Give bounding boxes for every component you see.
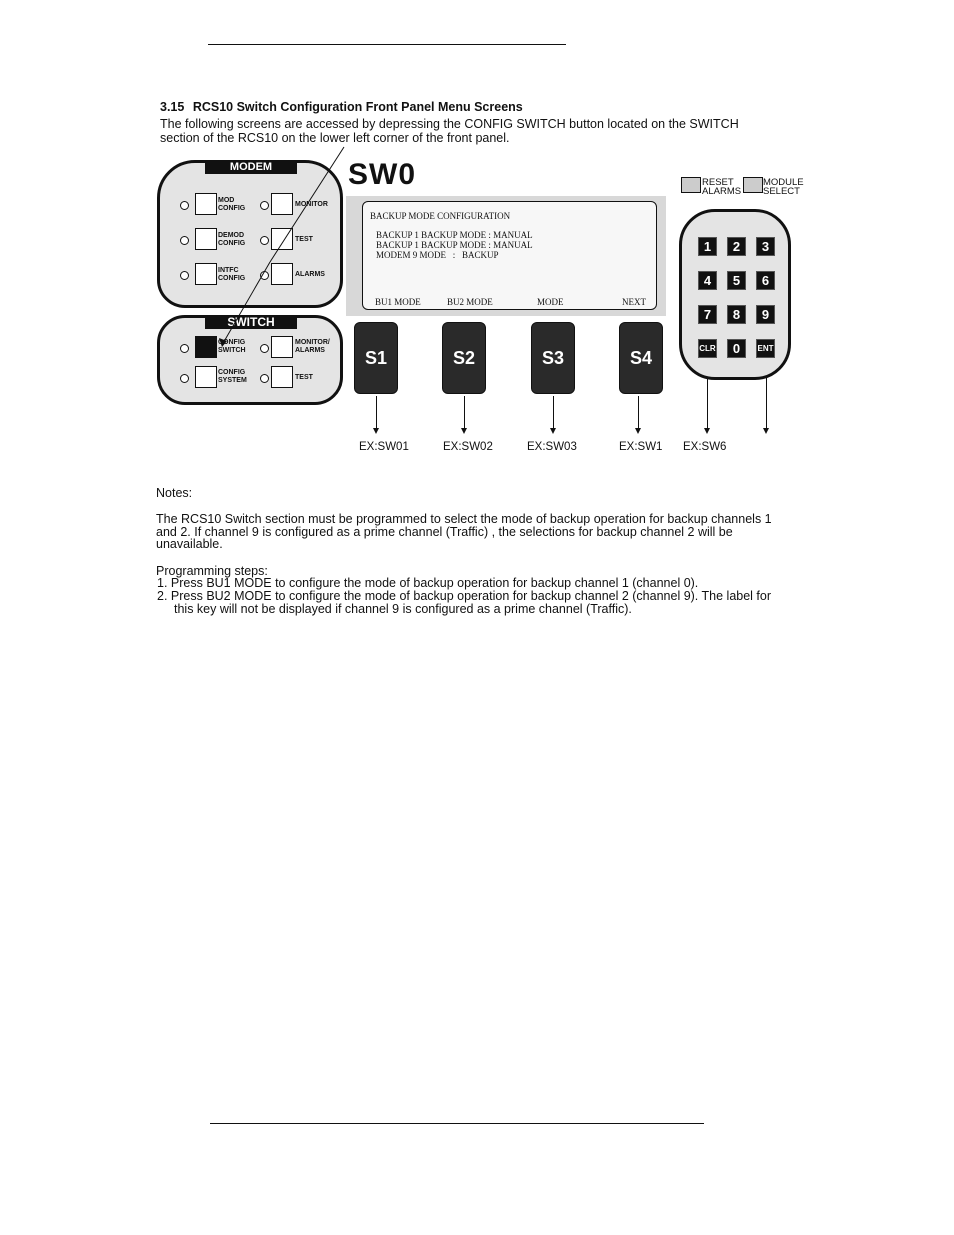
s1-arrow-line <box>376 396 377 429</box>
monitor-key[interactable] <box>271 193 293 215</box>
switch-monitor-led <box>260 344 269 353</box>
switch-test-key[interactable] <box>271 366 293 388</box>
lcd-line-3: BACKUP 1 BACKUP MODE : MANUAL <box>376 240 533 250</box>
s1-button[interactable]: S1 <box>354 322 398 394</box>
alarms-label: ALARMS <box>295 271 325 278</box>
notes-body: The RCS10 Switch section must be program… <box>156 512 772 551</box>
monitor-led <box>260 201 269 210</box>
reset-alarms-button[interactable] <box>681 177 701 193</box>
softkey-label-3: MODE <box>537 297 564 307</box>
ex-label-3: EX:SW03 <box>527 441 577 453</box>
ex-label-1: EX:SW01 <box>359 441 409 453</box>
switch-test-led <box>260 374 269 383</box>
keypad-key-clr[interactable]: CLR <box>698 339 717 358</box>
demod-config-key[interactable] <box>195 228 217 250</box>
mod-config-key[interactable] <box>195 193 217 215</box>
s2-button[interactable]: S2 <box>442 322 486 394</box>
lcd-line-1: BACKUP MODE CONFIGURATION <box>370 211 511 221</box>
select-label: SELECT <box>763 186 800 197</box>
module-select-button[interactable] <box>743 177 763 193</box>
s3-button[interactable]: S3 <box>531 322 575 394</box>
module-label: MODULE <box>763 177 804 188</box>
keypad-key-ent[interactable]: ENT <box>756 339 775 358</box>
keypad-key-7[interactable]: 7 <box>698 305 717 324</box>
s1-arrow-head <box>373 428 379 434</box>
switch-monitor-key[interactable] <box>271 336 293 358</box>
keypad-key-0[interactable]: 0 <box>727 339 746 358</box>
clr-arrow-head <box>704 428 710 434</box>
ex-label-4: EX:SW1 <box>619 441 663 453</box>
ent-arrow-head <box>763 428 769 434</box>
intfc-config-key[interactable] <box>195 263 217 285</box>
keypad-key-2[interactable]: 2 <box>727 237 746 256</box>
lcd-line-4: MODEM 9 MODE : BACKUP <box>376 250 499 260</box>
config-switch-led <box>180 344 189 353</box>
step-2: 2. Press BU2 MODE to configure the mode … <box>157 589 772 603</box>
config-switch-key[interactable] <box>195 336 217 358</box>
intfc-config-label: INTFC CONFIG <box>218 267 246 282</box>
modem-panel-title: MODEM <box>205 160 297 174</box>
switch-monitor-label: MONITOR/ ALARMS <box>295 339 330 354</box>
step-2-continued: this key will not be displayed if channe… <box>174 602 632 616</box>
keypad-key-5[interactable]: 5 <box>727 271 746 290</box>
config-switch-label: CONFIG SWITCH <box>218 339 246 354</box>
keypad-key-6[interactable]: 6 <box>756 271 775 290</box>
softkey-label-2: BU2 MODE <box>447 297 493 307</box>
section-number: 3.15 <box>160 100 185 114</box>
ex-label-5: EX:SW6 <box>683 441 727 453</box>
section-title: RCS10 Switch Configuration Front Panel M… <box>192 100 523 114</box>
ex-label-2: EX:SW02 <box>443 441 493 453</box>
notes-title: Notes: <box>156 486 193 500</box>
s2-arrow-line <box>464 396 465 429</box>
alarms-led <box>260 271 269 280</box>
alarms-label-top: ALARMS <box>702 186 742 197</box>
alarms-key[interactable] <box>271 263 293 285</box>
lcd-line-2: BACKUP 1 BACKUP MODE : MANUAL <box>376 230 533 240</box>
switch-test-label: TEST <box>295 374 313 381</box>
softkey-label-1: BU1 MODE <box>375 297 421 307</box>
modem-test-key[interactable] <box>271 228 293 250</box>
s4-arrow-head <box>635 428 641 434</box>
s3-arrow-line <box>553 396 554 429</box>
intfc-config-led <box>180 271 189 280</box>
screen-title: SW0 <box>348 158 417 191</box>
config-system-label: CONFIG SYSTEM <box>218 369 247 384</box>
modem-panel: MODEM MOD CONFIG MONITOR DEMOD CONFIG TE… <box>157 160 343 308</box>
switch-panel-title: SWITCH <box>205 315 297 329</box>
keypad-key-8[interactable]: 8 <box>727 305 746 324</box>
mod-config-label: MOD CONFIG <box>218 197 246 212</box>
config-system-key[interactable] <box>195 366 217 388</box>
section-heading: 3.15 RCS10 Switch Configuration Front Pa… <box>160 100 523 114</box>
step-1: 1. Press BU1 MODE to configure the mode … <box>157 576 699 590</box>
keypad-key-3[interactable]: 3 <box>756 237 775 256</box>
keypad: 1 2 3 4 5 6 7 8 9 CLR 0 ENT <box>679 209 791 380</box>
s4-button[interactable]: S4 <box>619 322 663 394</box>
section-intro: The following screens are accessed by de… <box>160 117 739 145</box>
softkey-label-4: NEXT <box>622 297 646 307</box>
ent-arrow-line <box>766 352 767 429</box>
footer-rule <box>210 1123 704 1124</box>
monitor-label: MONITOR <box>295 201 328 208</box>
lcd-display: BACKUP MODE CONFIGURATION BACKUP 1 BACKU… <box>362 201 657 310</box>
s2-arrow-head <box>461 428 467 434</box>
demod-config-label: DEMOD CONFIG <box>218 232 246 247</box>
mod-config-led <box>180 201 189 210</box>
clr-arrow-line <box>707 352 708 429</box>
header-rule <box>208 44 566 45</box>
test-led <box>260 236 269 245</box>
switch-panel: SWITCH CONFIG SWITCH MONITOR/ ALARMS CON… <box>157 315 343 405</box>
reset-label: RESET <box>702 177 734 188</box>
config-system-led <box>180 374 189 383</box>
keypad-key-9[interactable]: 9 <box>756 305 775 324</box>
keypad-key-1[interactable]: 1 <box>698 237 717 256</box>
demod-config-led <box>180 236 189 245</box>
keypad-key-4[interactable]: 4 <box>698 271 717 290</box>
s4-arrow-line <box>638 396 639 429</box>
s3-arrow-head <box>550 428 556 434</box>
modem-test-label: TEST <box>295 236 313 243</box>
steps-title: Programming steps: <box>156 564 268 578</box>
